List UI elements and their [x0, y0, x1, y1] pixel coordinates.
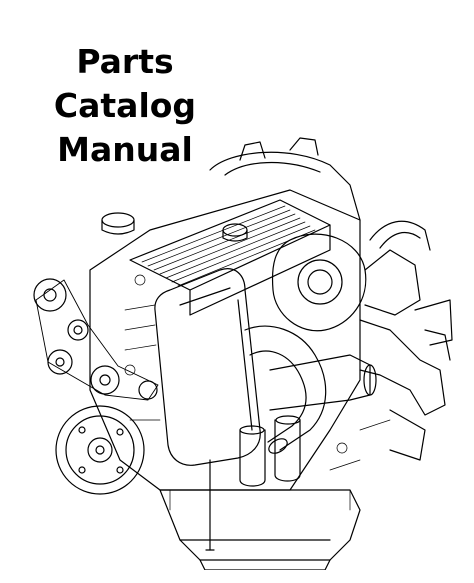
valve-cover	[129, 199, 331, 291]
front-cover	[154, 268, 261, 466]
title-line-2: Manual	[57, 130, 193, 169]
oil-pan	[159, 489, 361, 561]
title-line-1: Parts Catalog	[53, 42, 197, 125]
turbocharger	[271, 233, 367, 332]
engine-block	[89, 189, 361, 491]
cover-title: Parts Catalog Manual	[0, 40, 250, 172]
engine-illustration	[30, 130, 455, 570]
filler-cap	[101, 212, 135, 228]
crankshaft-pulley	[55, 405, 145, 495]
upper-pulley	[33, 278, 67, 312]
charge-air-pipe	[244, 325, 327, 451]
